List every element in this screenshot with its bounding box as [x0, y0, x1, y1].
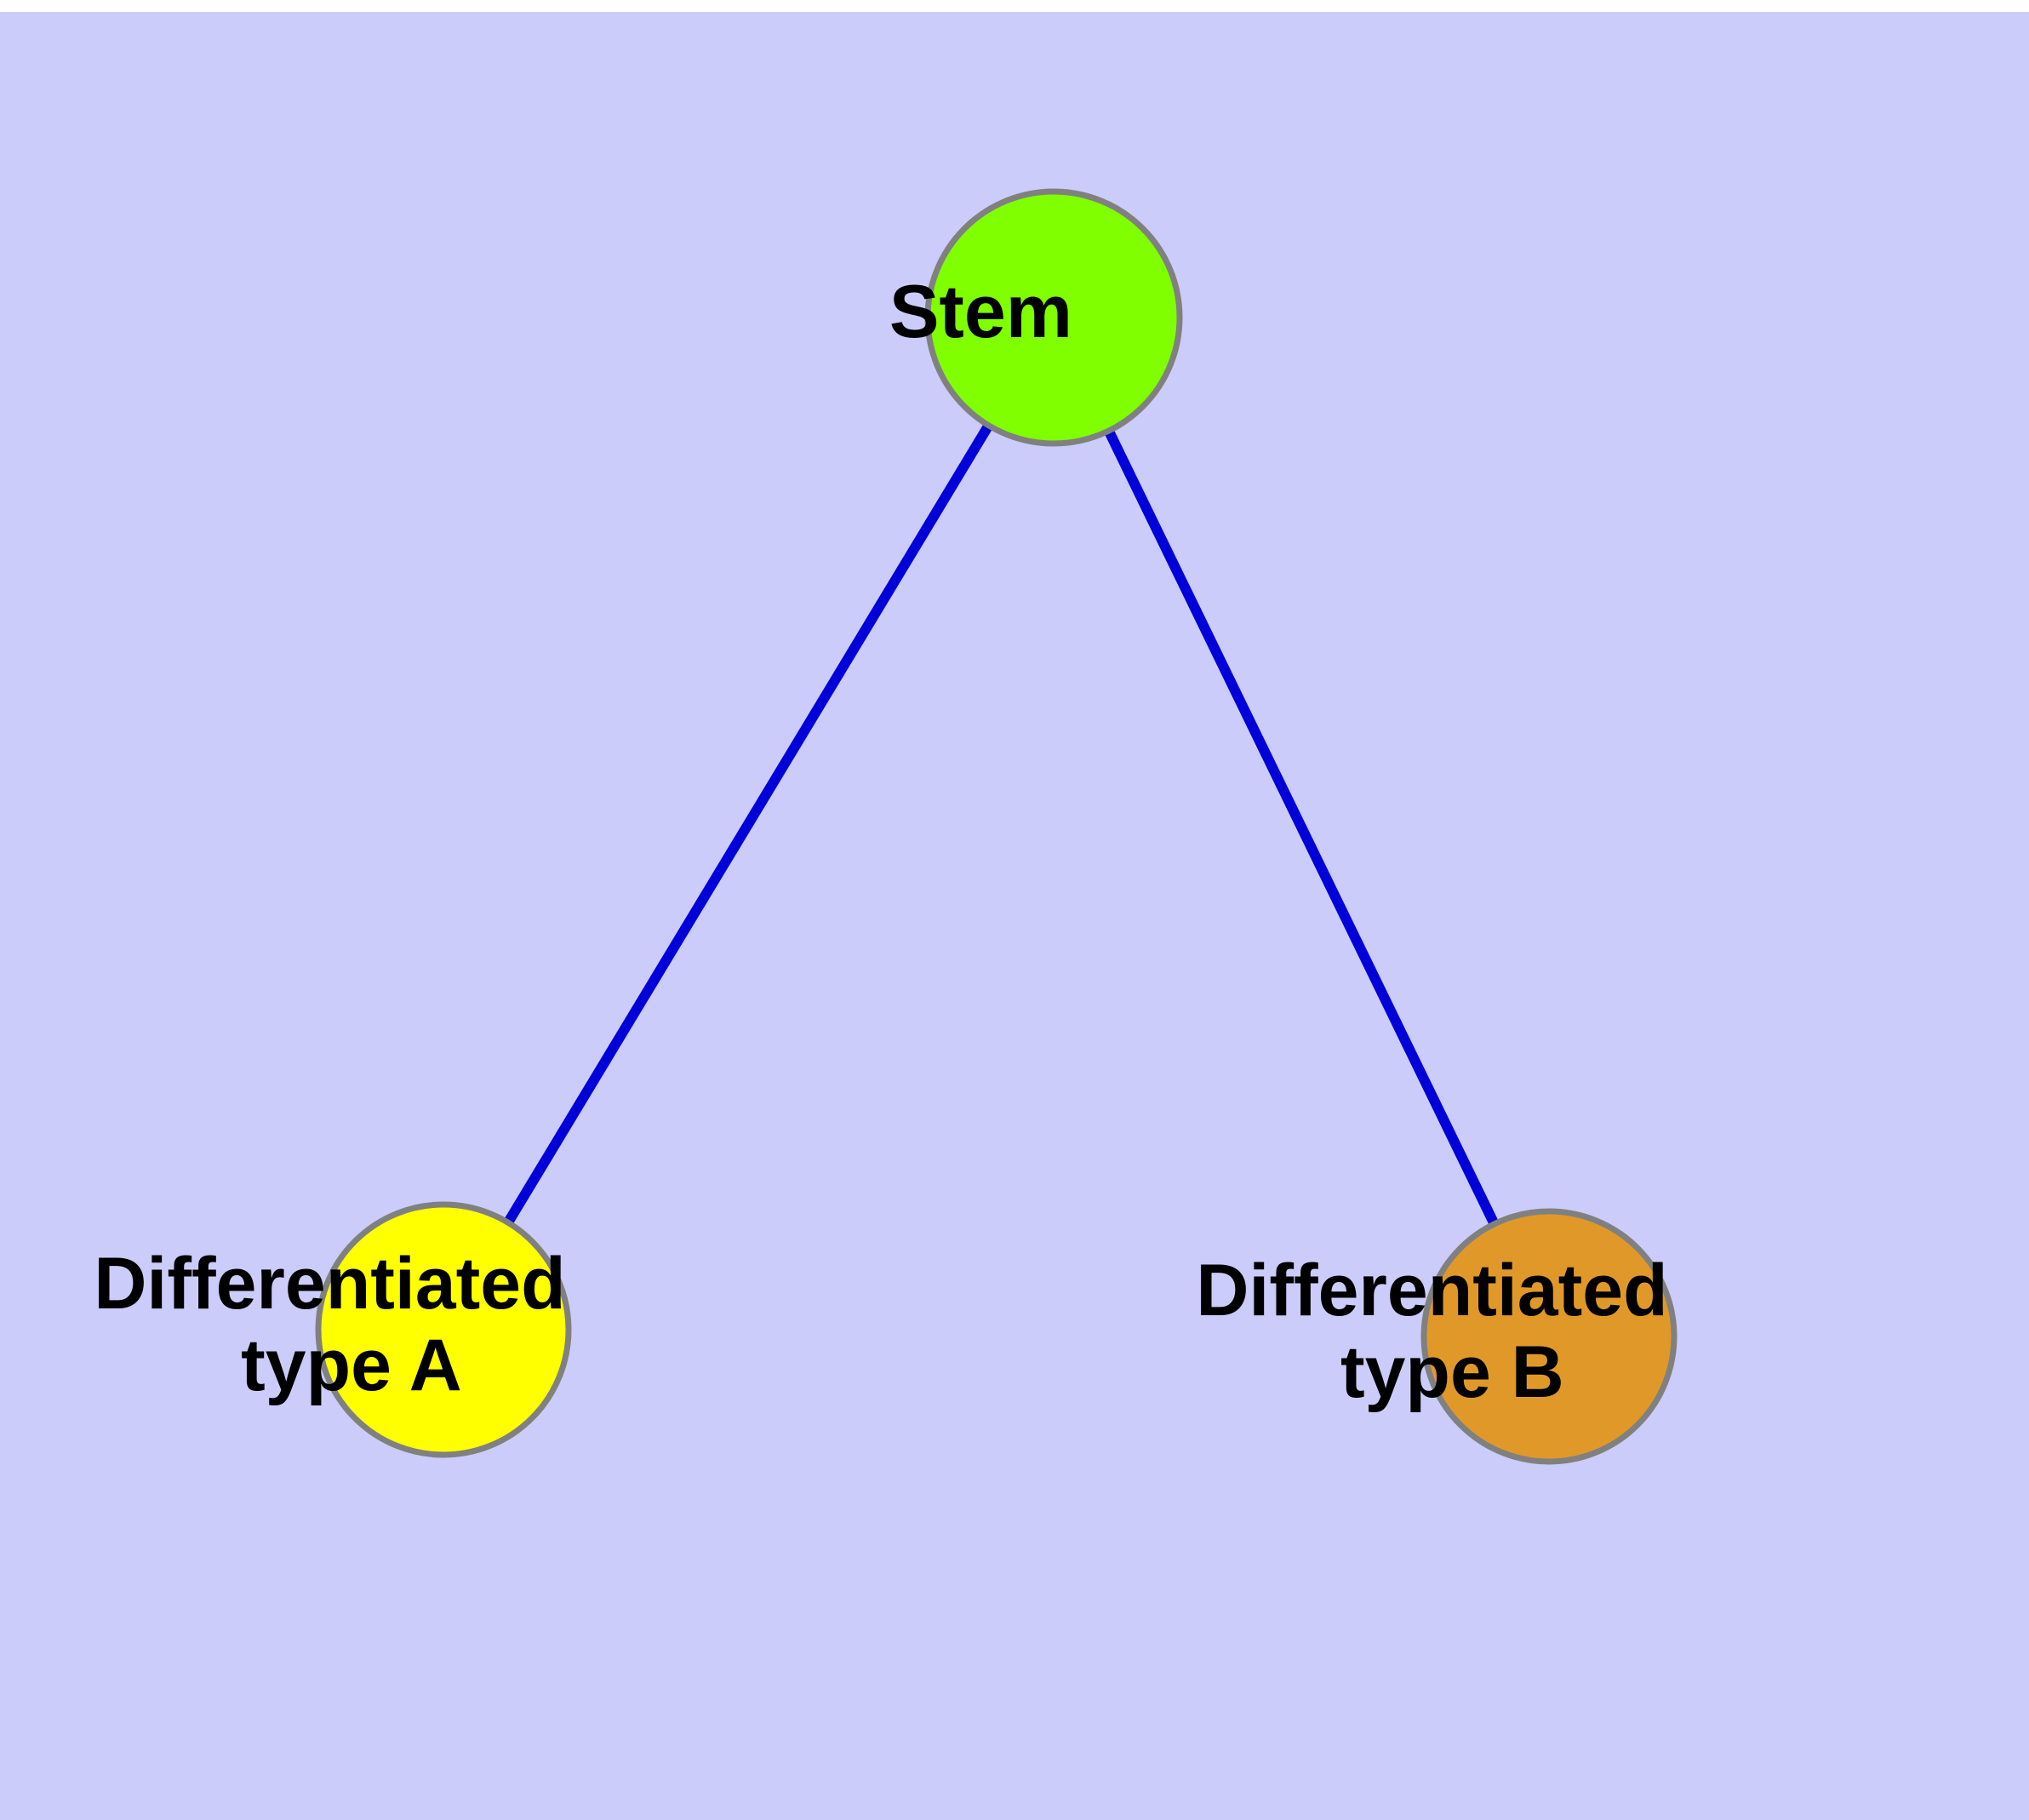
node-stem-label-line-1: Stem: [889, 269, 1072, 353]
node-differentiated-b-label-line-2: type B: [1340, 1331, 1564, 1413]
node-stem-circle[interactable]: [924, 188, 1183, 447]
node-differentiated-a-circle[interactable]: [315, 1201, 572, 1458]
edges-layer: [438, 314, 1554, 1339]
node-differentiated-a-label: Differentiated type A: [94, 1243, 748, 1406]
labels-layer: Stem Differentiated type A Differentiate…: [94, 269, 1850, 1413]
nodes-layer: [315, 188, 1677, 1465]
node-stem[interactable]: [924, 188, 1183, 447]
node-differentiated-b-circle[interactable]: [1420, 1208, 1677, 1465]
node-differentiated-b[interactable]: [1420, 1208, 1677, 1465]
node-differentiated-a-label-line-2: type A: [241, 1325, 460, 1406]
node-differentiated-a-label-line-1: Differentiated: [94, 1243, 565, 1325]
node-differentiated-a[interactable]: [315, 1201, 572, 1458]
node-differentiated-b-label: Differentiated type B: [1196, 1250, 1850, 1413]
node-differentiated-b-label-line-1: Differentiated: [1196, 1250, 1667, 1331]
edge-stem-to-differentiated-b[interactable]: [1049, 315, 1554, 1339]
node-stem-label: Stem: [889, 269, 1218, 353]
edge-stem-to-differentiated-a[interactable]: [438, 314, 1059, 1333]
